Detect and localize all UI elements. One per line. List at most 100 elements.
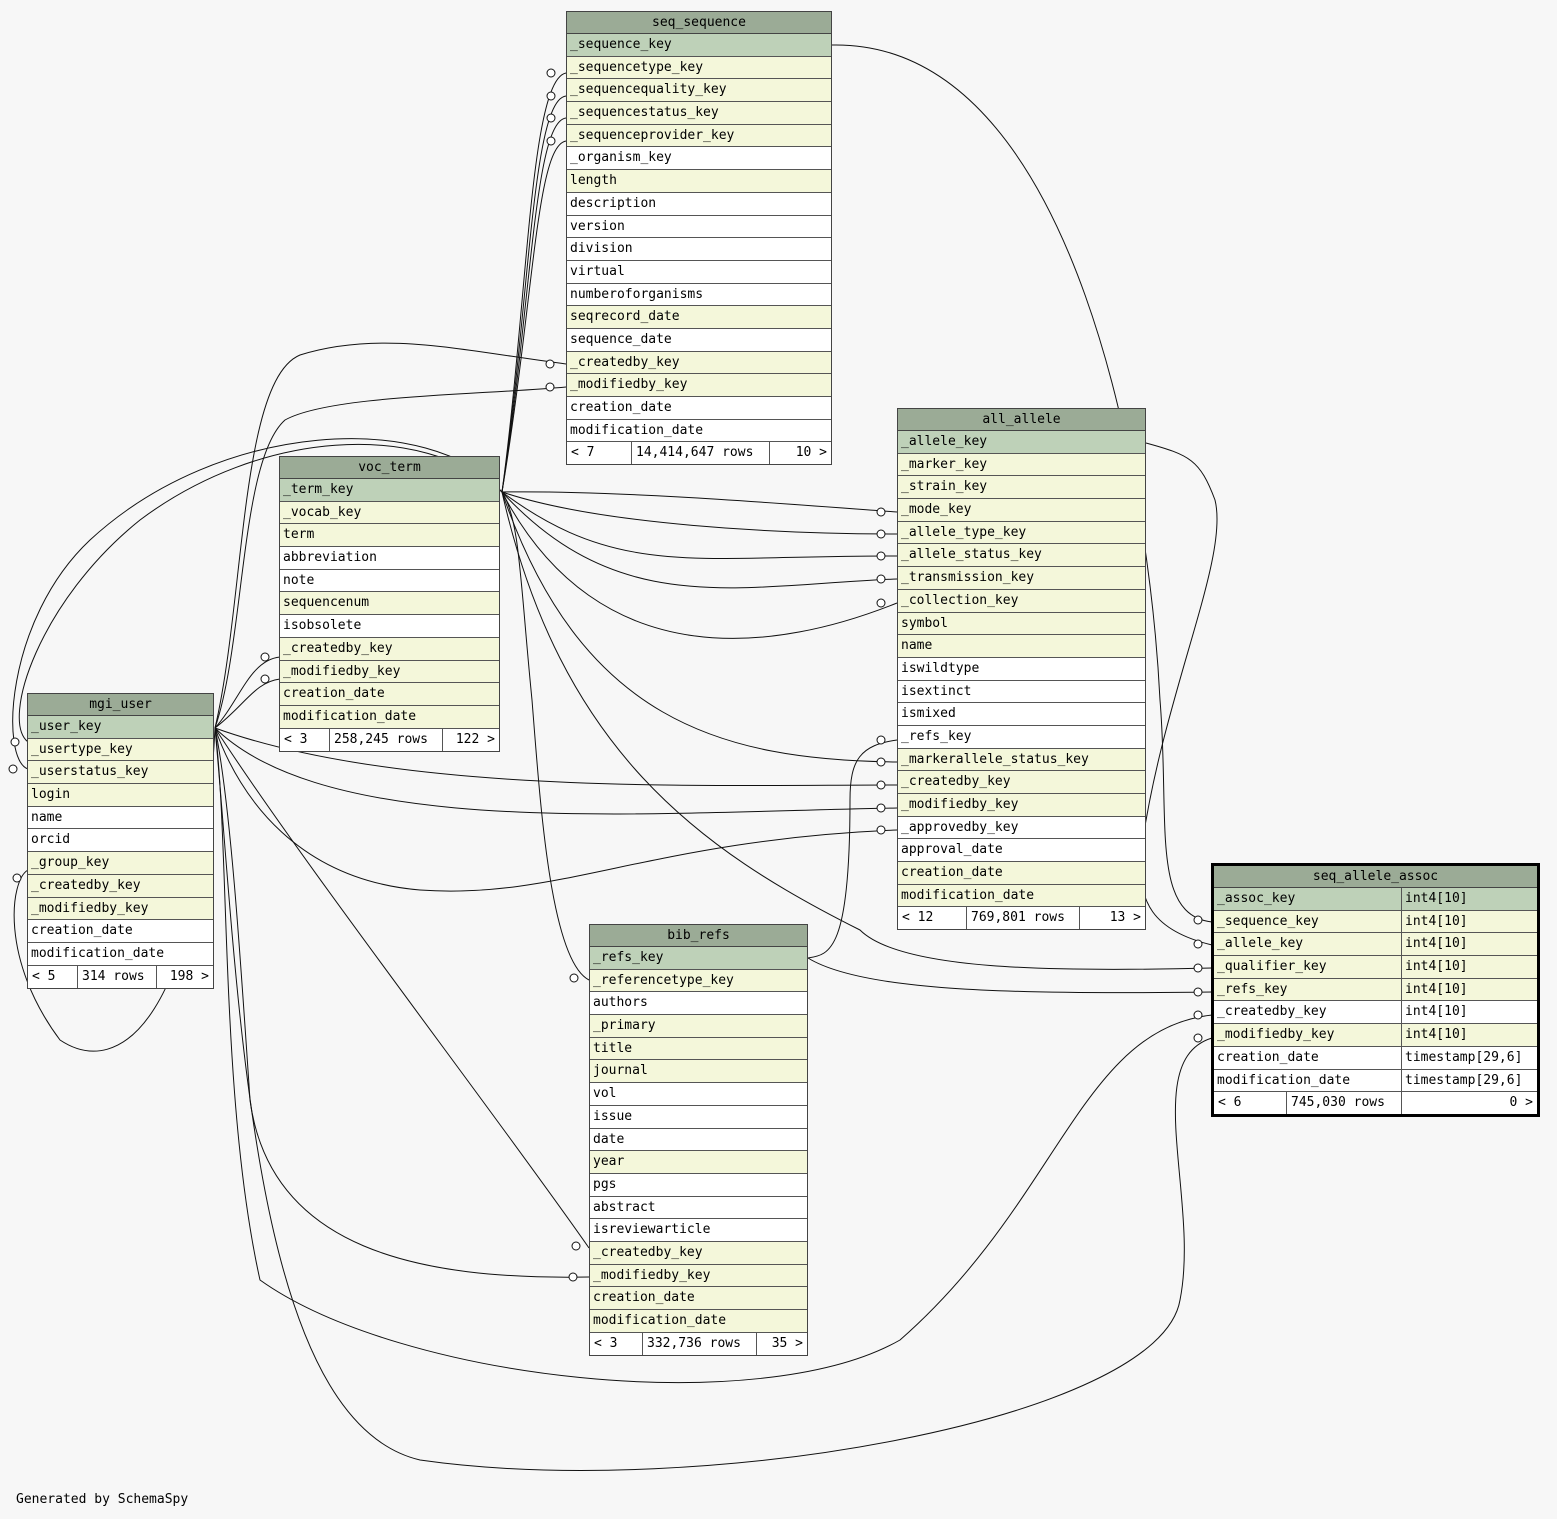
column-row[interactable]: seqrecord_date	[567, 306, 831, 329]
column-row[interactable]: creation_date	[590, 1287, 807, 1310]
children-count-link[interactable]: 10 >	[795, 445, 827, 461]
column-row[interactable]: length	[567, 170, 831, 193]
column-row[interactable]: creation_date	[280, 683, 499, 706]
parents-count-link[interactable]: < 5	[28, 965, 78, 988]
parents-count-link[interactable]: < 3	[590, 1332, 643, 1355]
table-title[interactable]: bib_refs	[590, 925, 807, 947]
column-row[interactable]: _createdby_key	[898, 771, 1145, 794]
column-row[interactable]: _usertype_key	[28, 738, 213, 762]
column-row[interactable]: _mode_key	[898, 499, 1145, 522]
column-row[interactable]: date	[590, 1128, 807, 1152]
parents-count-link[interactable]: < 6	[1214, 1092, 1287, 1115]
column-row[interactable]: issue	[590, 1105, 807, 1129]
column-row[interactable]: _group_key	[28, 852, 213, 875]
column-row[interactable]: ismixed	[898, 703, 1145, 726]
column-row[interactable]: _createdby_key	[590, 1241, 807, 1265]
column-row[interactable]: _refs_key	[590, 947, 807, 970]
column-row[interactable]: approval_date	[898, 839, 1145, 863]
column-row[interactable]: isreviewarticle	[590, 1219, 807, 1242]
column-row[interactable]: name	[28, 806, 213, 830]
column-row[interactable]: _sequencetype_key	[567, 56, 831, 80]
column-row[interactable]: isextinct	[898, 680, 1145, 704]
column-row[interactable]: iswildtype	[898, 657, 1145, 681]
column-row[interactable]: _modifiedby_key	[898, 794, 1145, 817]
column-row[interactable]: modification_date	[28, 942, 213, 966]
column-row[interactable]: isobsolete	[280, 615, 499, 638]
column-row[interactable]: _transmission_key	[898, 567, 1145, 590]
table-mgi-user[interactable]: mgi_user _user_key_usertype_key_userstat…	[27, 693, 214, 989]
column-row[interactable]: symbol	[898, 612, 1145, 636]
column-row[interactable]: _collection_key	[898, 589, 1145, 613]
table-seq-sequence[interactable]: seq_sequence _sequence_key_sequencetype_…	[566, 11, 832, 466]
column-row[interactable]: _allele_key	[898, 431, 1145, 454]
column-row[interactable]: _createdby_key	[567, 351, 831, 375]
column-row[interactable]: year	[590, 1151, 807, 1174]
column-row[interactable]: journal	[590, 1060, 807, 1084]
column-row[interactable]: title	[590, 1037, 807, 1061]
children-count-link[interactable]: 122 >	[455, 731, 495, 747]
table-title[interactable]: seq_allele_assoc	[1214, 866, 1537, 888]
column-row[interactable]: _modifiedby_key	[567, 374, 831, 397]
generated-by-credit[interactable]: Generated by SchemaSpy	[16, 1492, 189, 1507]
column-row[interactable]: _modifiedby_key	[590, 1264, 807, 1288]
column-row[interactable]: _referencetype_key	[590, 969, 807, 993]
column-row[interactable]: creation_date	[28, 920, 213, 943]
parents-count-link[interactable]: < 7	[567, 442, 632, 465]
column-row[interactable]: note	[280, 569, 499, 593]
column-row[interactable]: vol	[590, 1083, 807, 1106]
column-row[interactable]: _marker_key	[898, 453, 1145, 477]
column-row[interactable]: modification_date	[898, 884, 1145, 908]
column-row[interactable]: authors	[590, 992, 807, 1016]
column-row[interactable]: _approvedby_key	[898, 816, 1145, 840]
column-row[interactable]: description	[567, 192, 831, 216]
children-count-link[interactable]: 13 >	[1109, 910, 1141, 926]
children-count-link[interactable]: 198 >	[169, 968, 209, 984]
parents-count-link[interactable]: < 3	[280, 728, 330, 751]
column-row[interactable]: term	[280, 524, 499, 548]
column-row[interactable]: _createdby_key	[28, 874, 213, 898]
table-title[interactable]: mgi_user	[28, 694, 213, 716]
column-row[interactable]: _strain_key	[898, 476, 1145, 500]
column-row[interactable]: division	[567, 238, 831, 261]
column-row[interactable]: abstract	[590, 1196, 807, 1220]
table-title[interactable]: seq_sequence	[567, 12, 831, 34]
column-row[interactable]: _sequenceprovider_key	[567, 124, 831, 148]
column-row[interactable]: name	[898, 635, 1145, 658]
column-row[interactable]: _allele_type_key	[898, 521, 1145, 545]
column-row[interactable]: sequencenum	[280, 592, 499, 616]
column-row[interactable]: _sequencequality_key	[567, 79, 831, 103]
column-row[interactable]: _refs_key	[898, 725, 1145, 749]
table-title[interactable]: voc_term	[280, 457, 499, 479]
column-row[interactable]: _markerallele_status_key	[898, 748, 1145, 772]
column-row[interactable]: version	[567, 215, 831, 239]
parents-count-link[interactable]: < 12	[898, 907, 967, 930]
column-row[interactable]: login	[28, 784, 213, 807]
table-title[interactable]: all_allele	[898, 409, 1145, 431]
children-count-link[interactable]: 0 >	[1509, 1095, 1533, 1111]
column-row[interactable]: _organism_key	[567, 147, 831, 171]
column-row[interactable]: _modifiedby_key	[280, 660, 499, 684]
column-row[interactable]: abbreviation	[280, 547, 499, 570]
column-row[interactable]: _sequencestatus_key	[567, 102, 831, 125]
column-row[interactable]: creation_date	[567, 397, 831, 420]
column-row[interactable]: _allele_status_key	[898, 544, 1145, 568]
column-row[interactable]: _user_key	[28, 716, 213, 739]
column-row[interactable]: orcid	[28, 829, 213, 853]
children-count-link[interactable]: 35 >	[771, 1335, 803, 1351]
column-row[interactable]: virtual	[567, 260, 831, 284]
column-row[interactable]: _primary	[590, 1015, 807, 1038]
column-row[interactable]: creation_date	[898, 862, 1145, 885]
column-row[interactable]: _modifiedby_key	[28, 897, 213, 921]
column-row[interactable]: modification_date	[567, 419, 831, 443]
